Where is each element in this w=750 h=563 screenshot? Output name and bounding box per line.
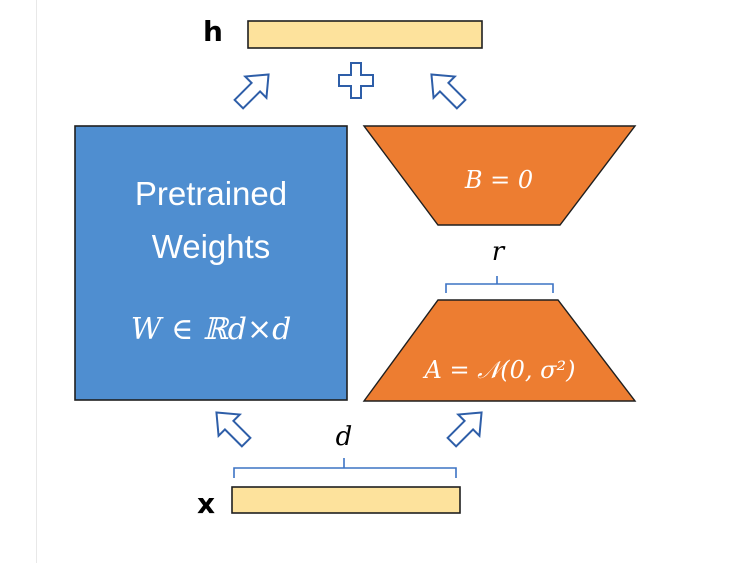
arrow-up-left-icon	[215, 411, 252, 448]
plus-icon	[338, 62, 374, 99]
pretrained-title-line2: Weights	[151, 228, 271, 265]
matrix-b-trapezoid	[362, 125, 637, 226]
page-edge	[0, 0, 37, 563]
dim-brace	[233, 458, 457, 478]
arrow-up-left-icon	[430, 73, 467, 110]
rank-brace	[445, 276, 554, 293]
output-vector-bar	[247, 20, 483, 49]
input-label-x: x	[197, 487, 216, 520]
pretrained-formula: W ∈ ℝd×d	[130, 312, 292, 347]
matrix-b-formula: B = 0	[464, 166, 534, 194]
pretrained-weights-box	[74, 125, 348, 401]
output-label-h: h	[203, 15, 223, 48]
dim-label-d: d	[335, 422, 353, 452]
input-vector-bar	[231, 486, 461, 514]
arrow-up-right-icon	[446, 411, 483, 448]
matrix-a-trapezoid	[362, 299, 637, 402]
pretrained-title-line1: Pretrained	[134, 175, 288, 212]
arrow-up-right-icon	[233, 73, 270, 110]
rank-label-r: r	[491, 237, 505, 267]
matrix-a-formula: A = 𝒩(0, σ²)	[424, 356, 576, 384]
